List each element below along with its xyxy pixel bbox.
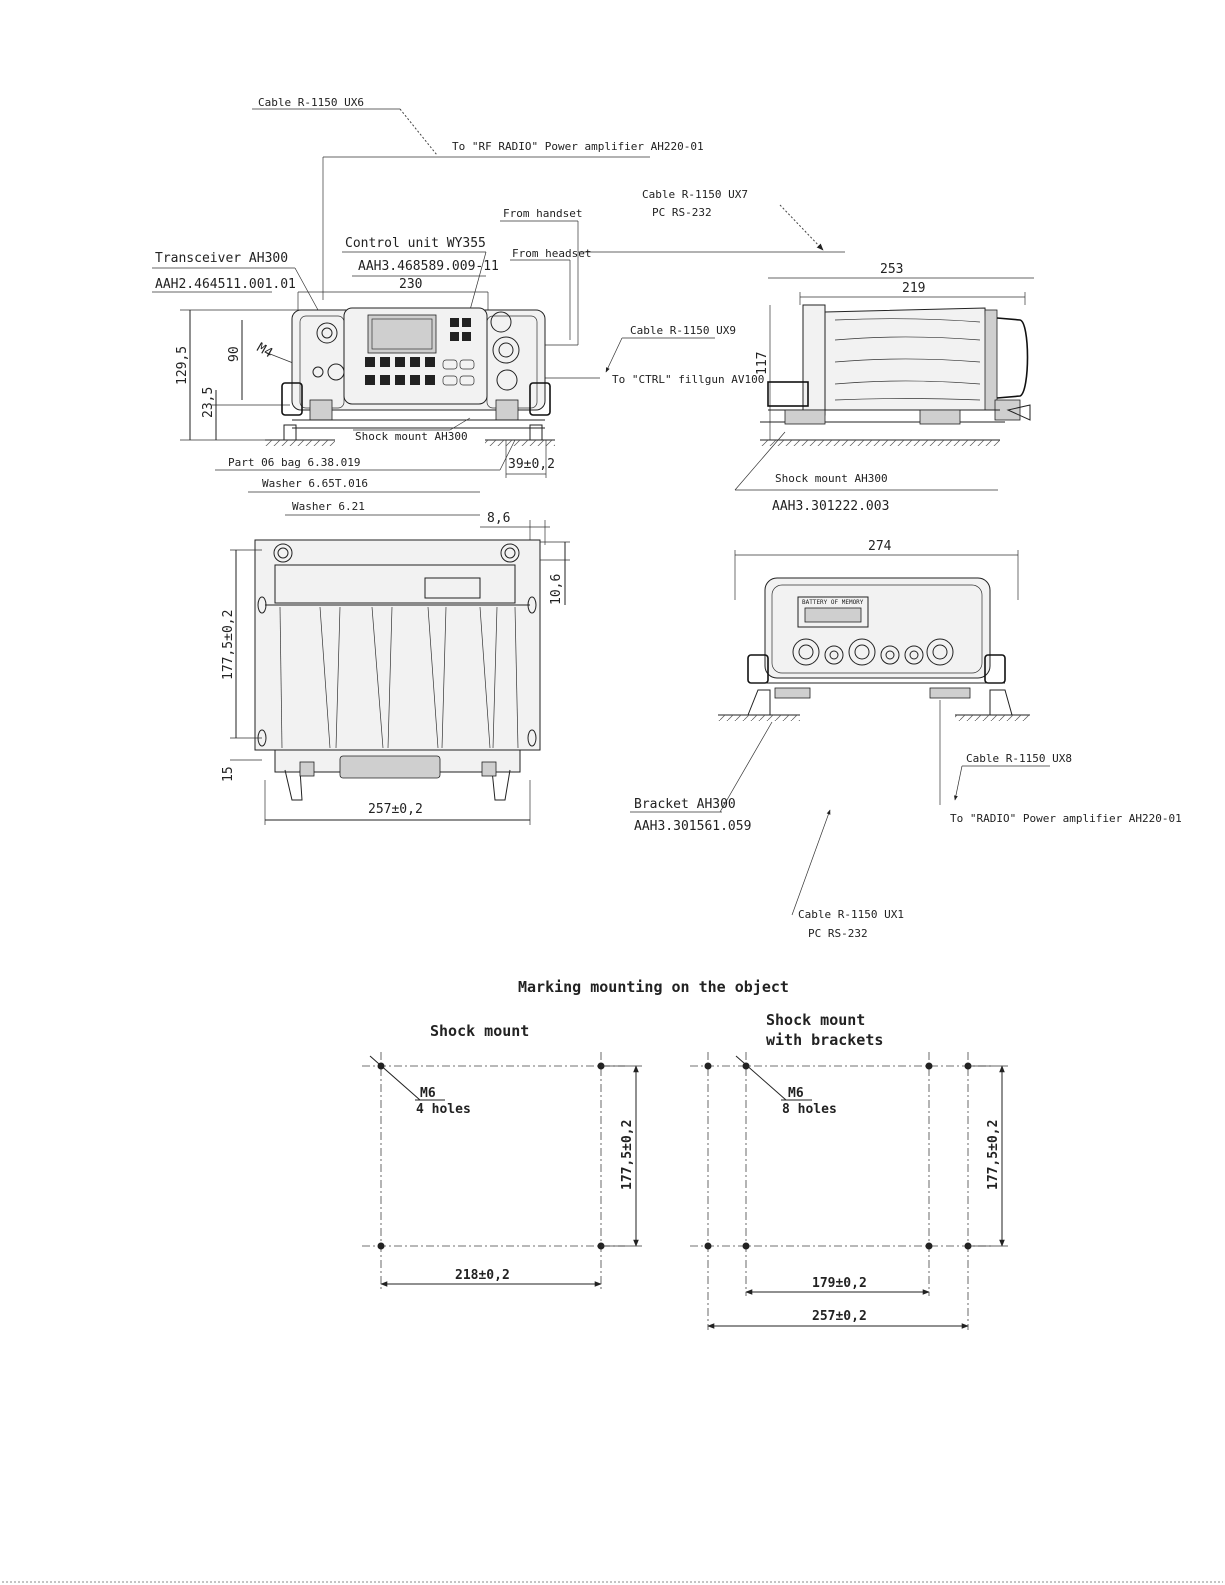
- dim-front-height: 129,5: [175, 346, 190, 385]
- dim-washer: 8,6: [487, 511, 510, 526]
- marking-left-holes: 4 holes: [416, 1102, 471, 1117]
- dim-top-edge-offset: 10,6: [549, 574, 564, 605]
- hole-marker: [925, 1062, 933, 1070]
- callout-to-ctrl: To "CTRL" fillgun AV100: [612, 373, 764, 386]
- callout-cable-ux1: Cable R-1150 UX1: [798, 908, 904, 921]
- dim-top-depth: 177,5±0,2: [221, 610, 236, 680]
- callout-control-unit-code: AAH3.468589.009-11: [358, 259, 499, 274]
- hole-marker: [704, 1062, 712, 1070]
- marking-right-thread: M6: [788, 1086, 804, 1101]
- callout-shock-mount-side: Shock mount AH300: [775, 472, 888, 485]
- top-view: 177,5±0,2 15 10,6 257±0,2: [221, 539, 570, 825]
- dim-front-base-height: 23,5: [201, 387, 216, 418]
- dim-side-body: 219: [902, 281, 925, 296]
- hole-marker: [377, 1242, 385, 1250]
- marking-right-inner-width: 179±0,2: [812, 1276, 867, 1291]
- callout-pc-rs232-rear: PC RS-232: [808, 927, 868, 940]
- front-view: Cable R-1150 UX6 To "RF RADIO" Power amp…: [152, 96, 845, 545]
- callout-transceiver: Transceiver AH300: [155, 251, 288, 266]
- marking-left-thread: M6: [420, 1086, 436, 1101]
- marking-left-title: Shock mount: [430, 1022, 529, 1040]
- callout-transceiver-code: AAH2.464511.001.01: [155, 277, 296, 292]
- callout-pc-rs232-top: PC RS-232: [652, 206, 712, 219]
- marking-title: Marking mounting on the object: [518, 978, 789, 996]
- callout-cable-ux9: Cable R-1150 UX9: [630, 324, 736, 337]
- marking-right-holes: 8 holes: [782, 1102, 837, 1117]
- dim-front-inner-height: 90: [227, 346, 242, 362]
- rear-connectors: [792, 638, 954, 666]
- rear-plate: BATTERY OF MEMORY: [802, 599, 864, 606]
- callout-control-unit: Control unit WY355: [345, 236, 486, 251]
- callout-part-code: Part 06 bag 6.38.019: [228, 456, 360, 469]
- callout-cable-ux8: Cable R-1150 UX8: [966, 752, 1072, 765]
- marking-right-title-1: Shock mount: [766, 1011, 865, 1029]
- callout-bracket-code: AAH3.301561.059: [634, 819, 751, 834]
- keypad: [365, 318, 475, 386]
- marking-right-outer-width: 257±0,2: [812, 1309, 867, 1324]
- callout-cable-ux7: Cable R-1150 UX7: [642, 188, 748, 201]
- callout-shock-mount-side-code: AAH3.301222.003: [772, 499, 889, 514]
- hole-marker: [742, 1062, 750, 1070]
- callout-to-radio: To "RADIO" Power amplifier AH220-01: [950, 812, 1182, 825]
- dim-top-width: 257±0,2: [368, 802, 423, 817]
- callout-to-rf-radio: To "RF RADIO" Power amplifier AH220-01: [452, 140, 704, 153]
- marking-left-height: 177,5±0,2: [620, 1120, 635, 1190]
- callout-cable-ux6: Cable R-1150 UX6: [258, 96, 364, 109]
- callout-washer-1: Washer 6.65T.016: [262, 477, 368, 490]
- hole-marker: [742, 1242, 750, 1250]
- dim-side-overall: 253: [880, 262, 903, 277]
- dim-front-thread: M4: [254, 340, 275, 361]
- marking-left: Shock mount M6 4 holes 177,5±0,2 218±0,2: [362, 1022, 642, 1290]
- marking-section: Marking mounting on the object Shock mou…: [362, 978, 1008, 1330]
- callout-shock-mount-front: Shock mount AH300: [355, 430, 468, 443]
- rear-view: 274 BATTERY OF MEMORY Bracket AH300 AAH: [630, 539, 1182, 940]
- callout-bracket: Bracket AH300: [634, 797, 736, 812]
- side-view: Cable R-1150 UX7 PC RS-232 253 219 117: [642, 188, 1034, 514]
- marking-right-height: 177,5±0,2: [986, 1120, 1001, 1190]
- dim-side-height: 117: [755, 352, 770, 375]
- dim-top-side-offset: 15: [221, 766, 236, 782]
- callout-from-headset: From headset: [512, 247, 591, 260]
- marking-left-width: 218±0,2: [455, 1268, 510, 1283]
- callout-washer-2: Washer 6.21: [292, 500, 365, 513]
- marking-right-title-2: with brackets: [766, 1031, 883, 1049]
- dim-foot-offset: 39±0,2: [508, 457, 555, 472]
- hole-marker: [704, 1242, 712, 1250]
- callout-from-handset: From handset: [503, 207, 582, 220]
- dim-front-width: 230: [399, 277, 422, 292]
- marking-right: Shock mount with brackets M6 8 holes: [690, 1011, 1008, 1330]
- dim-rear-width: 274: [868, 539, 892, 554]
- hole-marker: [925, 1242, 933, 1250]
